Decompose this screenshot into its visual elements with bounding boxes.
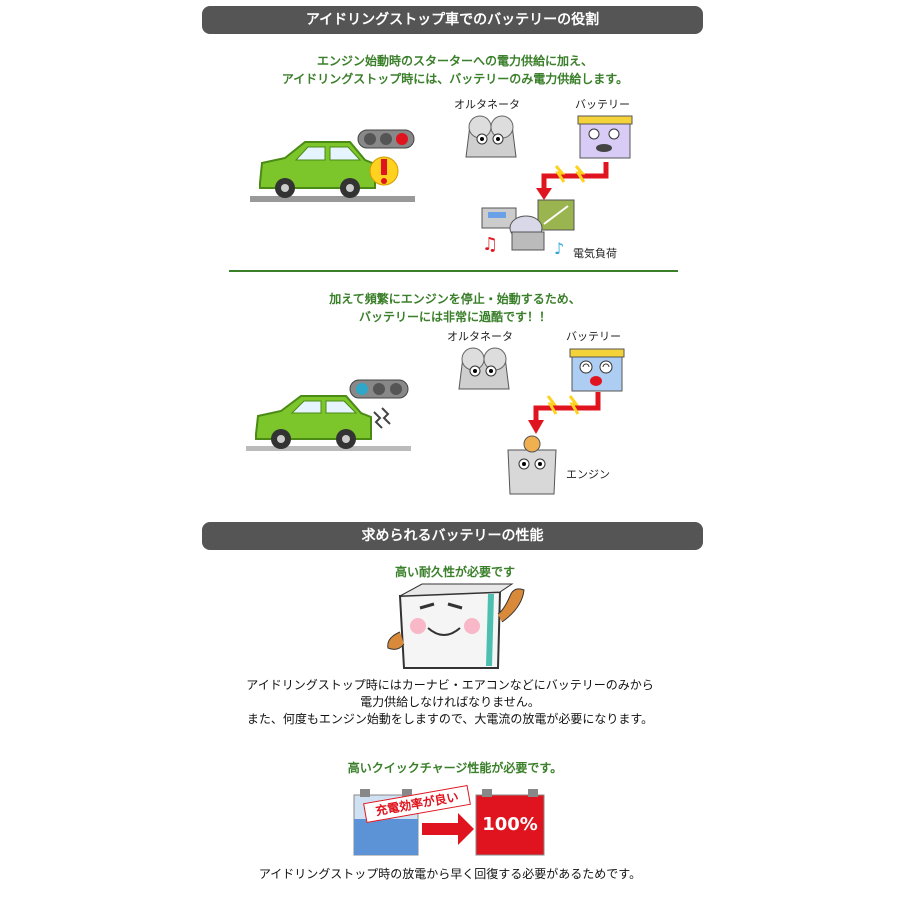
engine-label: エンジン xyxy=(566,468,610,481)
alternator-icon-2 xyxy=(458,347,510,390)
battery-worried-icon xyxy=(577,115,633,159)
power-flow-arrow-icon-2 xyxy=(528,392,601,434)
car-stopped-illustration xyxy=(250,141,415,202)
section-title-required-performance: 求められるバッテリーの性能 xyxy=(202,522,703,550)
charge-percent-label: 100% xyxy=(482,814,538,835)
svg-text:♫: ♫ xyxy=(482,234,498,255)
divider-line xyxy=(229,270,678,272)
alternator-label: オルタネータ xyxy=(454,98,520,111)
electrical-load-label: 電気負荷 xyxy=(573,247,617,260)
engine-icon xyxy=(507,435,557,495)
battery-label-2: バッテリー xyxy=(566,330,621,343)
durability-heading: 高い耐久性が必要です xyxy=(394,565,515,579)
battery-exhausted-icon xyxy=(569,348,625,392)
car-idling-illustration xyxy=(246,395,411,451)
alternator-icon xyxy=(465,115,517,158)
scene2-caption: 加えて頻繁にエンジンを停止・始動するため、 バッテリーには非常に過酷です！！ xyxy=(230,290,680,326)
warning-exclamation-icon xyxy=(369,156,399,186)
battery-label: バッテリー xyxy=(575,98,630,111)
power-flow-arrow-icon xyxy=(536,162,609,200)
strong-battery-mascot-icon xyxy=(387,583,525,669)
svg-text:♪: ♪ xyxy=(554,239,564,258)
scene1-caption-line2: アイドリングストップ時には、バッテリーのみ電力供給します。 xyxy=(281,72,629,86)
durability-text: アイドリングストップ時にはカーナビ・エアコンなどにバッテリーのみから 電力供給し… xyxy=(210,677,690,728)
scene1-caption-line1: エンジン始動時のスターターへの電力供給に加え、 xyxy=(316,54,593,68)
scene2-caption-line1: 加えて頻繁にエンジンを停止・始動するため、 xyxy=(329,292,581,306)
quick-charge-text: アイドリングストップ時の放電から早く回復する必要があるためです。 xyxy=(258,867,642,881)
traffic-light-blue-icon xyxy=(349,379,409,399)
quick-charge-heading: 高いクイックチャージ性能が必要です。 xyxy=(347,761,563,775)
alternator-label-2: オルタネータ xyxy=(447,330,513,343)
scene1-caption: エンジン始動時のスターターへの電力供給に加え、 アイドリングストップ時には、バッ… xyxy=(230,52,680,88)
durability-text-line2: 電力供給しなければなりません。 xyxy=(360,695,540,709)
scene2-caption-line2: バッテリーには非常に過酷です！！ xyxy=(358,310,551,324)
electrical-load-devices-icon: ♫ ♪ xyxy=(481,199,575,258)
durability-text-line3: また、何度もエンジン始動をしますので、大電流の放電が必要になります。 xyxy=(246,712,654,726)
durability-text-line1: アイドリングストップ時にはカーナビ・エアコンなどにバッテリーのみから xyxy=(246,678,654,692)
section-title-battery-role: アイドリングストップ車でのバッテリーの役割 xyxy=(202,6,703,34)
traffic-light-red-icon xyxy=(357,129,415,149)
